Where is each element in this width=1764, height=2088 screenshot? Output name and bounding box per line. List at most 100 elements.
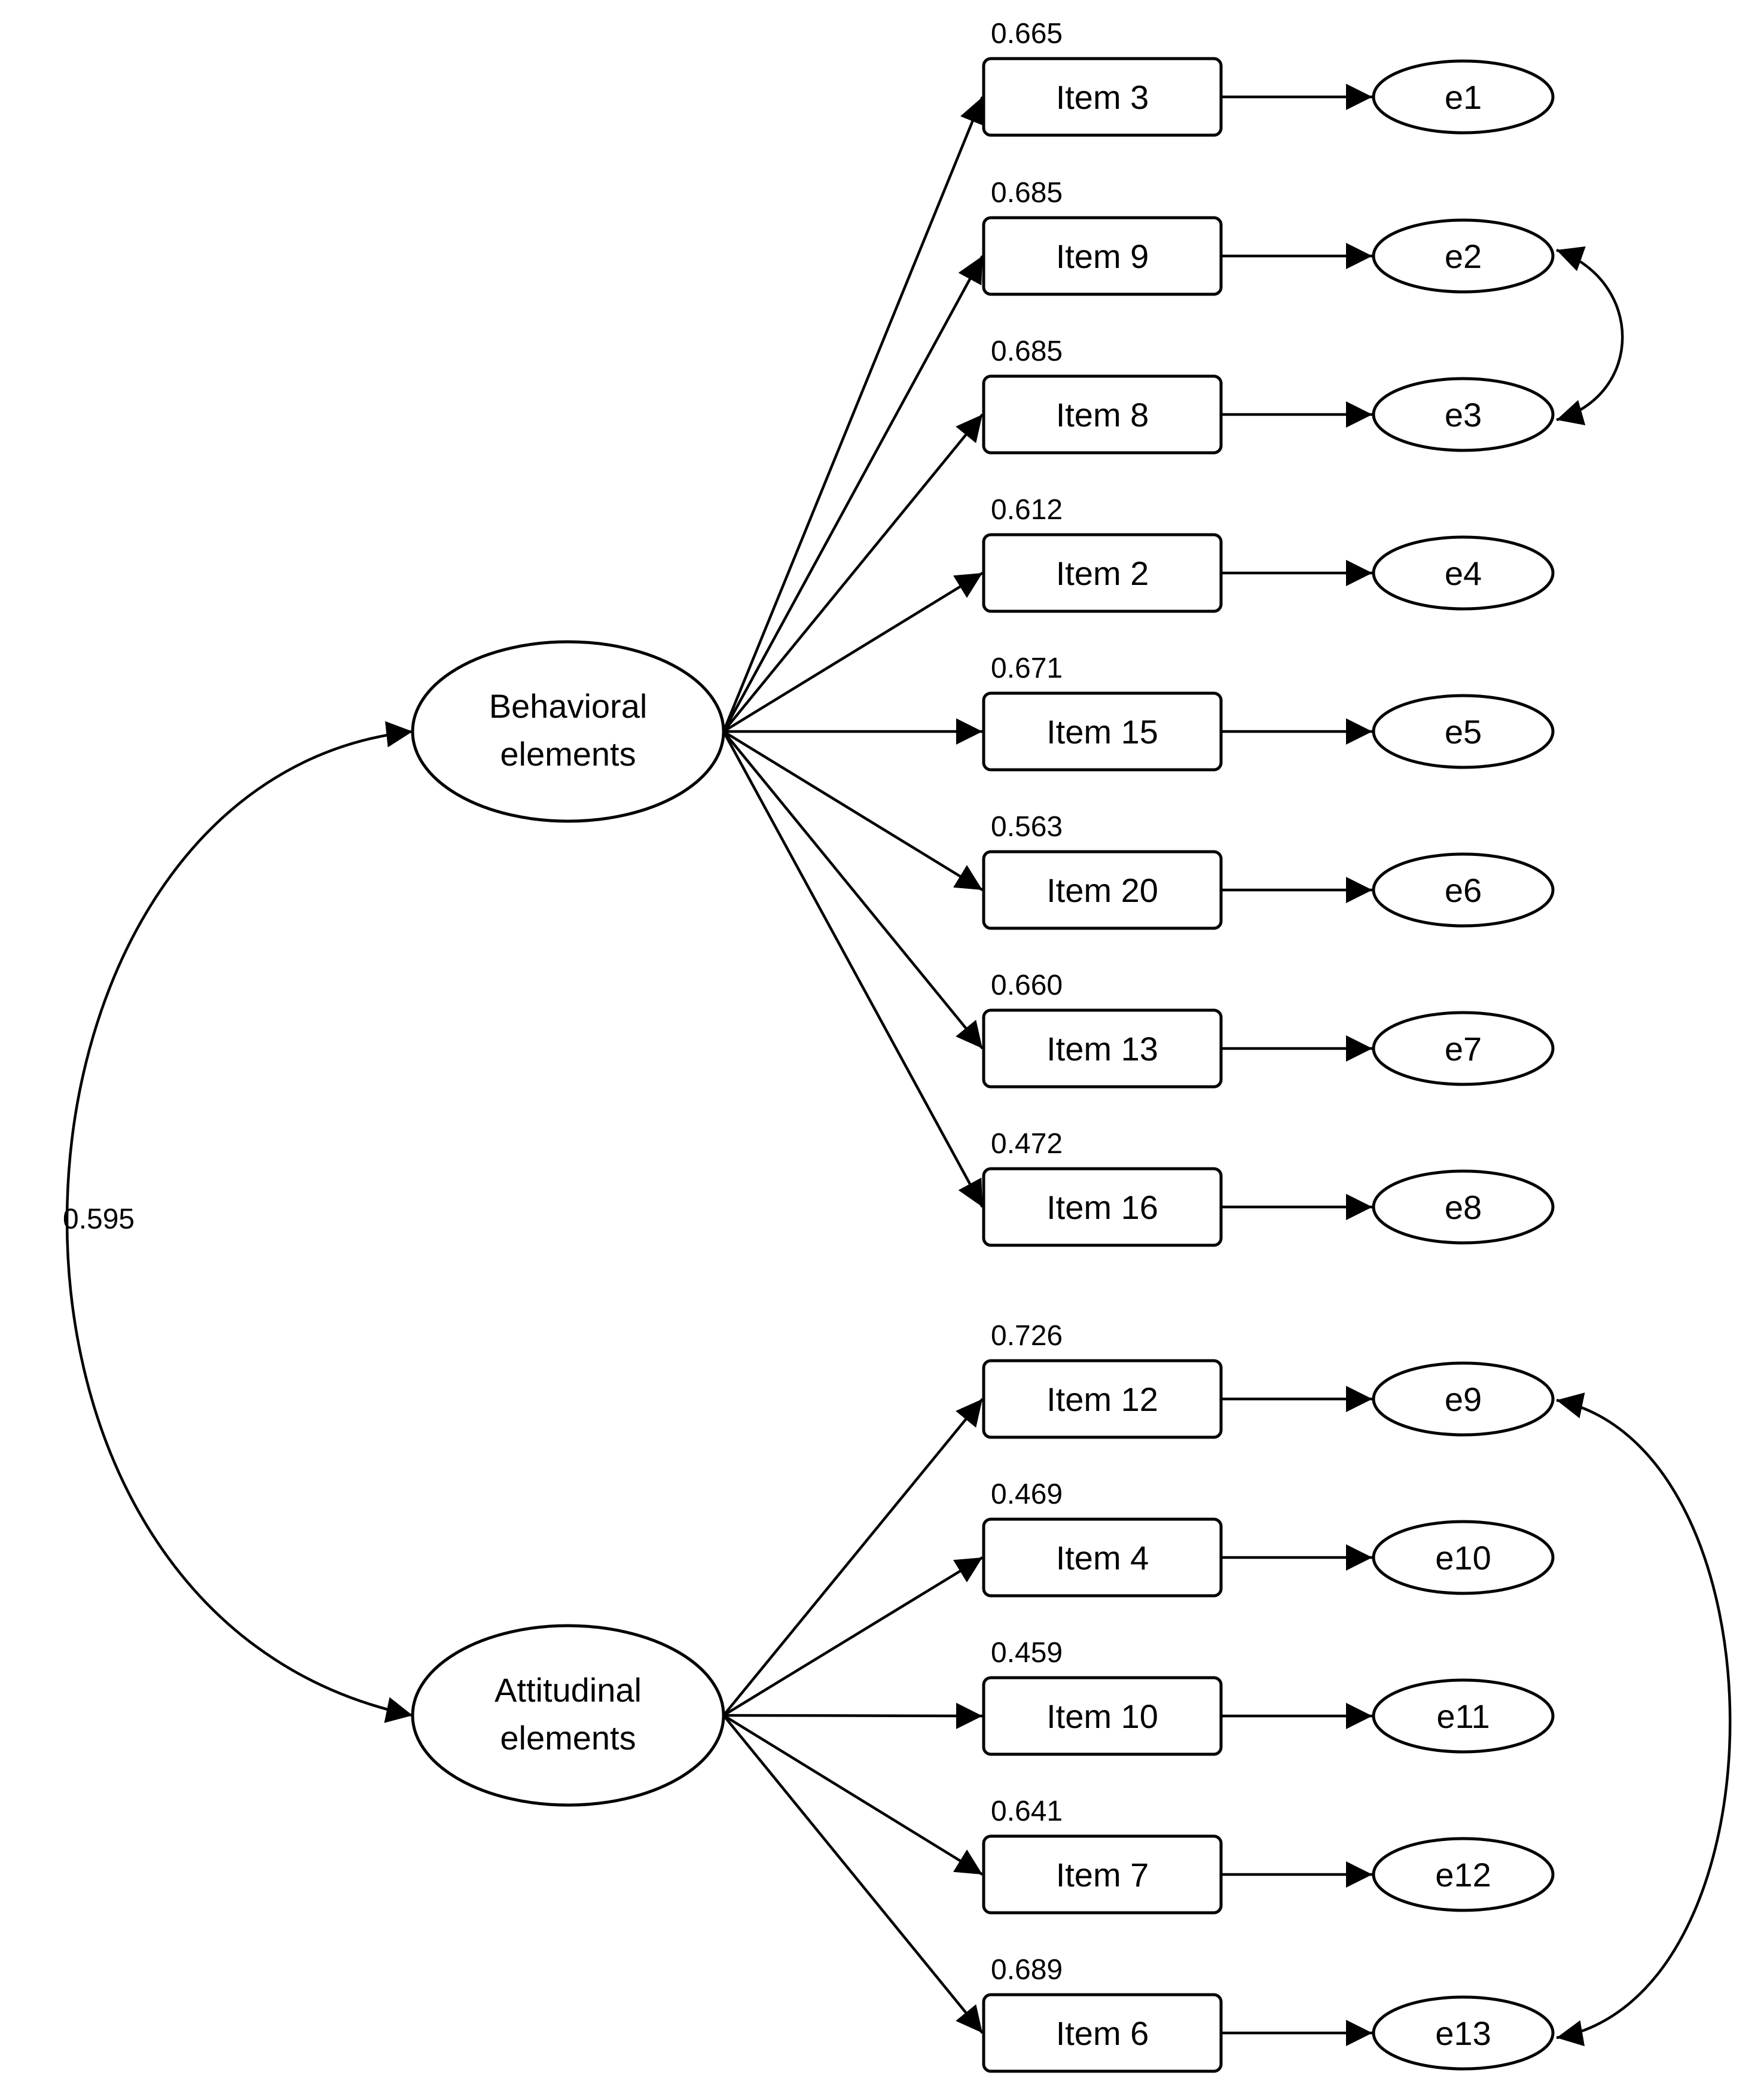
loading-value: 0.685 [991, 336, 1063, 367]
error-e5: e5 [1372, 694, 1555, 769]
error-covariance-e9-e13 [1556, 1392, 1732, 2047]
item-label: Item 12 [1046, 1380, 1158, 1418]
item-box [982, 1517, 1223, 1598]
item-box [982, 57, 1223, 137]
error-e1: e1 [1372, 59, 1555, 135]
loading-arrow-item-13 [722, 730, 984, 1050]
item-box [982, 1359, 1223, 1439]
loading-value: 0.726 [991, 1320, 1063, 1352]
item-label: Item 13 [1046, 1030, 1158, 1068]
item-item-6: Item 6 0.689 [982, 1954, 1223, 2073]
loading-value: 0.459 [991, 1637, 1063, 1669]
item-box [982, 1008, 1223, 1089]
error-e2: e2 [1372, 218, 1555, 294]
factor-attitudinal: Attitudinal elements [411, 1624, 725, 1807]
loading-value: 0.563 [991, 811, 1063, 843]
error-ellipse [1372, 377, 1555, 452]
loading-arrow-item-10 [723, 1702, 983, 1729]
item-item-12: Item 12 0.726 [982, 1320, 1223, 1439]
error-ellipse [1372, 59, 1555, 135]
loading-value: 0.689 [991, 1954, 1063, 1986]
error-label: e2 [1445, 237, 1482, 275]
error-e12: e12 [1372, 1837, 1555, 1912]
error-ellipse [1372, 1995, 1555, 2071]
item-item-10: Item 10 0.459 [982, 1637, 1223, 1756]
loading-value: 0.671 [991, 653, 1063, 684]
error-e10: e10 [1372, 1520, 1555, 1595]
item-label: Item 8 [1056, 396, 1149, 434]
error-label: e12 [1435, 1856, 1491, 1894]
loading-arrow-item-2 [722, 572, 984, 733]
factor-behavioral-label-line1: Behavioral [489, 687, 648, 725]
error-label: e13 [1435, 2014, 1491, 2052]
error-label: e4 [1445, 554, 1482, 592]
item-item-9: Item 90.685 [982, 177, 1223, 296]
error-e3: e3 [1372, 377, 1555, 452]
error-label: e10 [1435, 1539, 1491, 1577]
factor-behavioral-label-line2: elements [500, 735, 636, 773]
item-item-13: Item 13 0.660 [982, 970, 1223, 1089]
error-label: e6 [1445, 871, 1482, 909]
item-label: Item 10 [1046, 1697, 1158, 1735]
item-item-7: Item 7 0.641 [982, 1796, 1223, 1915]
item-box [982, 533, 1223, 613]
loading-arrow-item-6 [722, 1714, 984, 2034]
error-label: e8 [1445, 1188, 1482, 1226]
error-label: e7 [1445, 1030, 1482, 1068]
loading-paths [722, 96, 985, 2034]
loading-arrow-item-8 [722, 413, 984, 733]
error-label: e11 [1436, 1697, 1490, 1735]
item-box [982, 1834, 1223, 1915]
item-item-16: Item 16 0.472 [982, 1128, 1223, 1247]
error-ellipse [1372, 535, 1555, 611]
loading-value: 0.665 [991, 18, 1063, 50]
error-paths [1221, 84, 1372, 2046]
factor-covariance-label: 0.595 [63, 1203, 135, 1235]
error-ellipse [1372, 218, 1555, 294]
error-covariance-e2-e3 [1556, 246, 1624, 426]
item-item-4: Item 40.469 [982, 1479, 1223, 1598]
item-box [982, 374, 1223, 455]
item-label: Item 7 [1056, 1856, 1149, 1894]
loading-arrow-item-12 [722, 1398, 984, 1717]
error-e13: e13 [1372, 1995, 1555, 2071]
item-box [982, 1993, 1223, 2073]
factor-covariance-arc [65, 721, 413, 1723]
item-label: Item 3 [1056, 78, 1149, 116]
error-ellipse [1372, 1837, 1555, 1912]
item-box [982, 216, 1223, 296]
error-label: e5 [1445, 713, 1482, 751]
error-e11: e11 [1372, 1678, 1555, 1754]
loading-arrow-item-3 [722, 96, 985, 732]
error-ellipse [1372, 852, 1555, 928]
loading-value: 0.660 [991, 970, 1063, 1001]
item-box [982, 850, 1223, 930]
error-e9: e9 [1372, 1361, 1555, 1437]
loading-arrow-item-7 [722, 1714, 984, 1876]
item-item-15: Item 150.671 [982, 653, 1223, 772]
loading-value: 0.612 [991, 494, 1063, 526]
error-ellipse [1372, 694, 1555, 769]
error-ellipse [1372, 1520, 1555, 1595]
error-ellipse [1372, 1011, 1555, 1086]
error-e7: e7 [1372, 1011, 1555, 1086]
item-box [982, 1676, 1223, 1756]
item-label: Item 16 [1046, 1188, 1158, 1226]
error-e4: e4 [1372, 535, 1555, 611]
error-ellipse [1372, 1169, 1555, 1245]
loading-value: 0.641 [991, 1796, 1063, 1827]
loading-arrow-item-16 [722, 730, 984, 1208]
item-label: Item 6 [1056, 2014, 1149, 2052]
factor-behavioral: Behavioral elements [411, 640, 725, 823]
item-item-2: Item 2 0.612 [982, 494, 1223, 613]
error-e6: e6 [1372, 852, 1555, 928]
item-label: Item 2 [1056, 554, 1149, 592]
loading-arrow-item-9 [722, 255, 984, 733]
loading-value: 0.472 [991, 1128, 1063, 1160]
error-ellipse [1372, 1361, 1555, 1437]
item-item-3: Item 3 0.665 [982, 18, 1223, 137]
item-label: Item 20 [1046, 871, 1158, 909]
factor-attitudinal-label-line1: Attitudinal [495, 1671, 642, 1709]
